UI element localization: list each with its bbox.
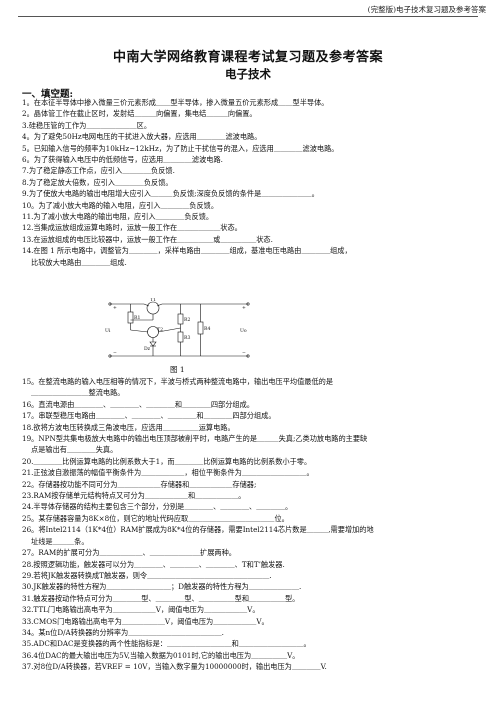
question-13: 13.在运放组成的电压比较器中，运放一般工作在＿＿＿＿＿或＿＿＿＿＿状态. [22, 234, 273, 244]
question-25: 25。某存储器容量为8K×8位，则它的地址代码应取＿＿＿＿＿＿＿＿＿＿＿＿位。 [22, 513, 289, 523]
label-uo: Uo [240, 328, 247, 334]
question-29: 29.若将JK触发器转换成T触发器，则令＿＿＿＿＿＿＿＿＿＿＿＿＿＿＿＿＿. [22, 570, 272, 580]
label-t2: T2 [157, 327, 163, 333]
label-r2: R2 [184, 317, 190, 323]
question-32: 32.TTL门电路输出高电平为＿＿＿＿＿＿V，阈值电压为＿＿＿＿＿＿V。 [22, 605, 260, 615]
question-26: 26。将Intel2114（1K*4位）RAM扩展成为8K*4位的存储器，需要I… [22, 525, 374, 535]
question-24: 24.半导体存储器的结构主要包含三个部分，分别是＿＿＿＿、＿＿＿＿、＿＿＿＿。 [22, 502, 293, 512]
question-14: 14.在图 1 所示电路中，调整管为＿＿＿＿，采样电路由＿＿＿＿组成，基准电压电… [22, 246, 352, 256]
question-15: 15。在整流电路的输入电压相等的情况下，半波与桥式两种整流电路中，输出电压平均值… [22, 377, 334, 386]
label-plus-right: + [242, 305, 246, 311]
question-7: 7.为了稳定静态工作点，应引入＿＿＿＿负反馈. [22, 166, 175, 176]
label-dz: Dz [144, 346, 151, 352]
question-1: 1。在本征半导体中掺入微量三价元素形成＿＿型半导体，掺入微量五价元素形成＿＿型半… [22, 98, 329, 107]
label-minus-right: − [242, 351, 246, 356]
question-19: 19。NPN型共集电极放大电路中的输出电压顶部被削平时，电路产生的是＿＿＿失真;… [22, 434, 368, 444]
label-r4: R4 [204, 326, 210, 332]
question-22: 22。存储器按功能不同可分为＿＿＿＿＿＿存储器和＿＿＿＿＿＿存储器; [22, 479, 257, 489]
question-31: 31.触发器按动作特点可分为＿＿＿＿型、＿＿＿＿型、＿＿＿＿＿型和＿＿＿＿＿型。 [22, 593, 300, 603]
question-26-cont: 址线是＿＿＿条。 [31, 536, 89, 546]
question-list-part2: 15。在整流电路的输入电压相等的情况下，半波与桥式两种整流电路中，输出电压平均值… [22, 376, 482, 673]
section-heading: 一、填空题: [22, 89, 74, 100]
label-ui: Ui [105, 328, 111, 334]
label-t1: T1 [150, 298, 156, 303]
document-subtitle: 电子技术 [225, 67, 271, 81]
question-34: 34。某n位D/A转换器的分辨率为＿＿＿＿＿＿＿＿＿＿＿＿＿. [22, 627, 224, 637]
label-minus-left: − [113, 351, 117, 356]
question-37: 37.对8位D/A转换器，若VREF = 10V，当输入数字量为10000000… [22, 662, 327, 672]
label-plus-left: + [113, 305, 117, 311]
document-title: 中南大学网络教育课程考试复习题及参考答案 [112, 50, 383, 65]
question-6: 6。为了获得输入电压中的低频信号，应选用＿＿＿＿滤波电路. [22, 155, 223, 165]
question-15-cont: ＿＿＿＿＿＿＿＿整流电路。 [31, 388, 125, 398]
header-divider [18, 16, 478, 17]
question-16: 16。直流电源由＿＿＿＿、＿＿＿＿、＿＿＿＿和＿＿＿＿四部分组成。 [22, 399, 254, 409]
question-10: 10。为了减小放大电路的输入电阻，应引入＿＿＿＿负反馈。 [22, 200, 219, 210]
question-2: 2。晶体管工作在截止区时，发射结＿＿＿向偏置，集电结＿＿＿向偏置。 [22, 109, 257, 119]
question-30: 30.JK触发器的特性方程为＿＿＿＿＿＿＿＿＿；D触发器的特性方程为＿＿＿＿＿＿… [22, 582, 302, 592]
question-18: 18.欲将方波电压转换成三角波电压，应选用＿＿＿＿＿运算电路。 [22, 422, 235, 432]
label-r1: R1 [134, 315, 140, 321]
figure-caption: 图 1 [170, 365, 185, 374]
question-5: 5。已知输入信号的频率为10kHz~12kHz，为了防止干扰信号的混入，应选用＿… [22, 143, 339, 153]
question-11: 11.为了减小放大电路的输出电阻，应引入＿＿＿＿负反馈。 [22, 212, 214, 222]
question-33: 33.CMOS门电路输出高电平为＿＿＿＿＿＿V，阈值电压为＿＿＿＿＿＿V。 [22, 616, 269, 626]
question-28: 28.按照逻辑功能，触发器可以分为＿＿＿＿、＿＿＿＿、＿＿＿＿、T和T’触发器. [22, 559, 285, 569]
question-19-cont: 点是输出有＿＿＿＿失真。 [31, 445, 118, 455]
question-3: 3.硅稳压管的工作为＿＿＿＿＿＿＿区。 [22, 120, 152, 130]
question-36: 36.4位DAC的最大输出电压为5V,当输入数据为0101时,它的输出电压为＿＿… [22, 650, 300, 660]
question-17: 17。串联型稳压电路由＿＿＿＿、＿＿＿＿、＿＿＿＿和＿＿＿＿四部分组成。 [22, 411, 276, 421]
question-list-part1: 1。在本征半导体中掺入微量三价元素形成＿＿型半导体，掺入微量五价元素形成＿＿型半… [22, 97, 482, 268]
page-header: (完整版)电子技术复习题及参考答案 [367, 5, 486, 14]
question-9: 9.为了使放大电路的输出电阻增大应引入＿＿＿负反馈;深度负反馈的条件是＿＿＿＿＿… [22, 189, 319, 199]
question-23: 23.RAM按存储单元结构特点又可分为＿＿＿＿＿＿和＿＿＿＿＿＿。 [22, 491, 246, 501]
question-14-cont: 比较放大电路由＿＿＿＿组成. [31, 257, 127, 267]
label-r3: R3 [184, 335, 190, 341]
question-27: 27。RAM的扩展可分为＿＿＿＿＿＿、＿＿＿＿＿＿＿扩展两种。 [22, 548, 236, 558]
circuit-figure: T1 R1 T2 Dz R2 R3 R4 Ui Uo + − + − [105, 298, 250, 358]
question-4: 4。为了避免50Hz电网电压的干扰进入放大器，应选用＿＿＿＿滤波电路。 [22, 132, 262, 142]
question-21: 21.正弦波自激振荡的幅值平衡条件为＿＿＿＿＿＿，相位平衡条件为＿＿＿＿＿＿＿＿… [22, 468, 314, 478]
question-20: 20.＿＿＿＿比例运算电路的比例系数大于1，而＿＿＿＿比例运算电路的比例系数小于… [22, 456, 312, 466]
question-35: 35.ADC和DAC是变换器的两个性能指标是：＿＿＿＿＿＿＿＿＿和＿＿＿＿＿＿＿… [22, 639, 311, 649]
question-8: 8.为了稳定放大倍数，应引入＿＿＿＿负反馈。 [22, 177, 173, 187]
question-12: 12.当集成运放组成运算电路时，运放一般工作在＿＿＿＿＿＿状态。 [22, 223, 242, 233]
